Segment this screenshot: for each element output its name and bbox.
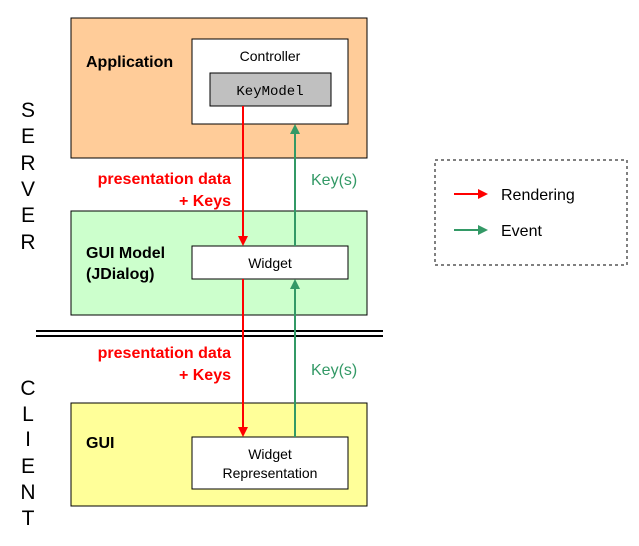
client-letter: C <box>20 377 35 400</box>
lower-event-keys-label: Key(s) <box>311 362 357 379</box>
upper-presentation-label: presentation data <box>98 171 231 188</box>
client-label: C L I E N T <box>20 377 35 530</box>
legend-event-label: Event <box>501 223 542 240</box>
upper-keys-label: + Keys <box>179 193 231 210</box>
lower-presentation-label: presentation data <box>98 345 231 362</box>
legend-box <box>434 159 628 266</box>
widget-representation-sublabel: Representation <box>223 465 318 481</box>
application-label: Application <box>86 54 173 71</box>
legend-rendering-label: Rendering <box>501 187 575 204</box>
keymodel-label: KeyModel <box>236 84 303 100</box>
controller-label: Controller <box>240 48 301 64</box>
client-letter: I <box>25 428 31 451</box>
gui-label: GUI <box>86 435 114 452</box>
client-letter: T <box>22 507 35 530</box>
client-letter: N <box>20 481 35 504</box>
server-letter: E <box>21 204 35 227</box>
widget-representation-box <box>191 436 349 490</box>
server-letter: R <box>20 152 35 175</box>
widget-box <box>191 245 349 280</box>
server-letter: E <box>21 125 35 148</box>
upper-event-keys-label: Key(s) <box>311 172 357 189</box>
widget-representation-label: Widget <box>248 446 292 462</box>
client-letter: L <box>22 403 34 426</box>
keymodel-box <box>209 72 332 107</box>
server-label: S E R V E R <box>20 99 35 254</box>
server-letter: S <box>21 99 35 122</box>
client-letter: E <box>21 455 35 478</box>
gui-model-label: GUI Model <box>86 245 165 262</box>
gui-model-sublabel: (JDialog) <box>86 266 154 283</box>
server-letter: V <box>21 178 35 201</box>
widget-label: Widget <box>248 255 292 271</box>
server-letter: R <box>20 231 35 254</box>
lower-keys-label: + Keys <box>179 367 231 384</box>
